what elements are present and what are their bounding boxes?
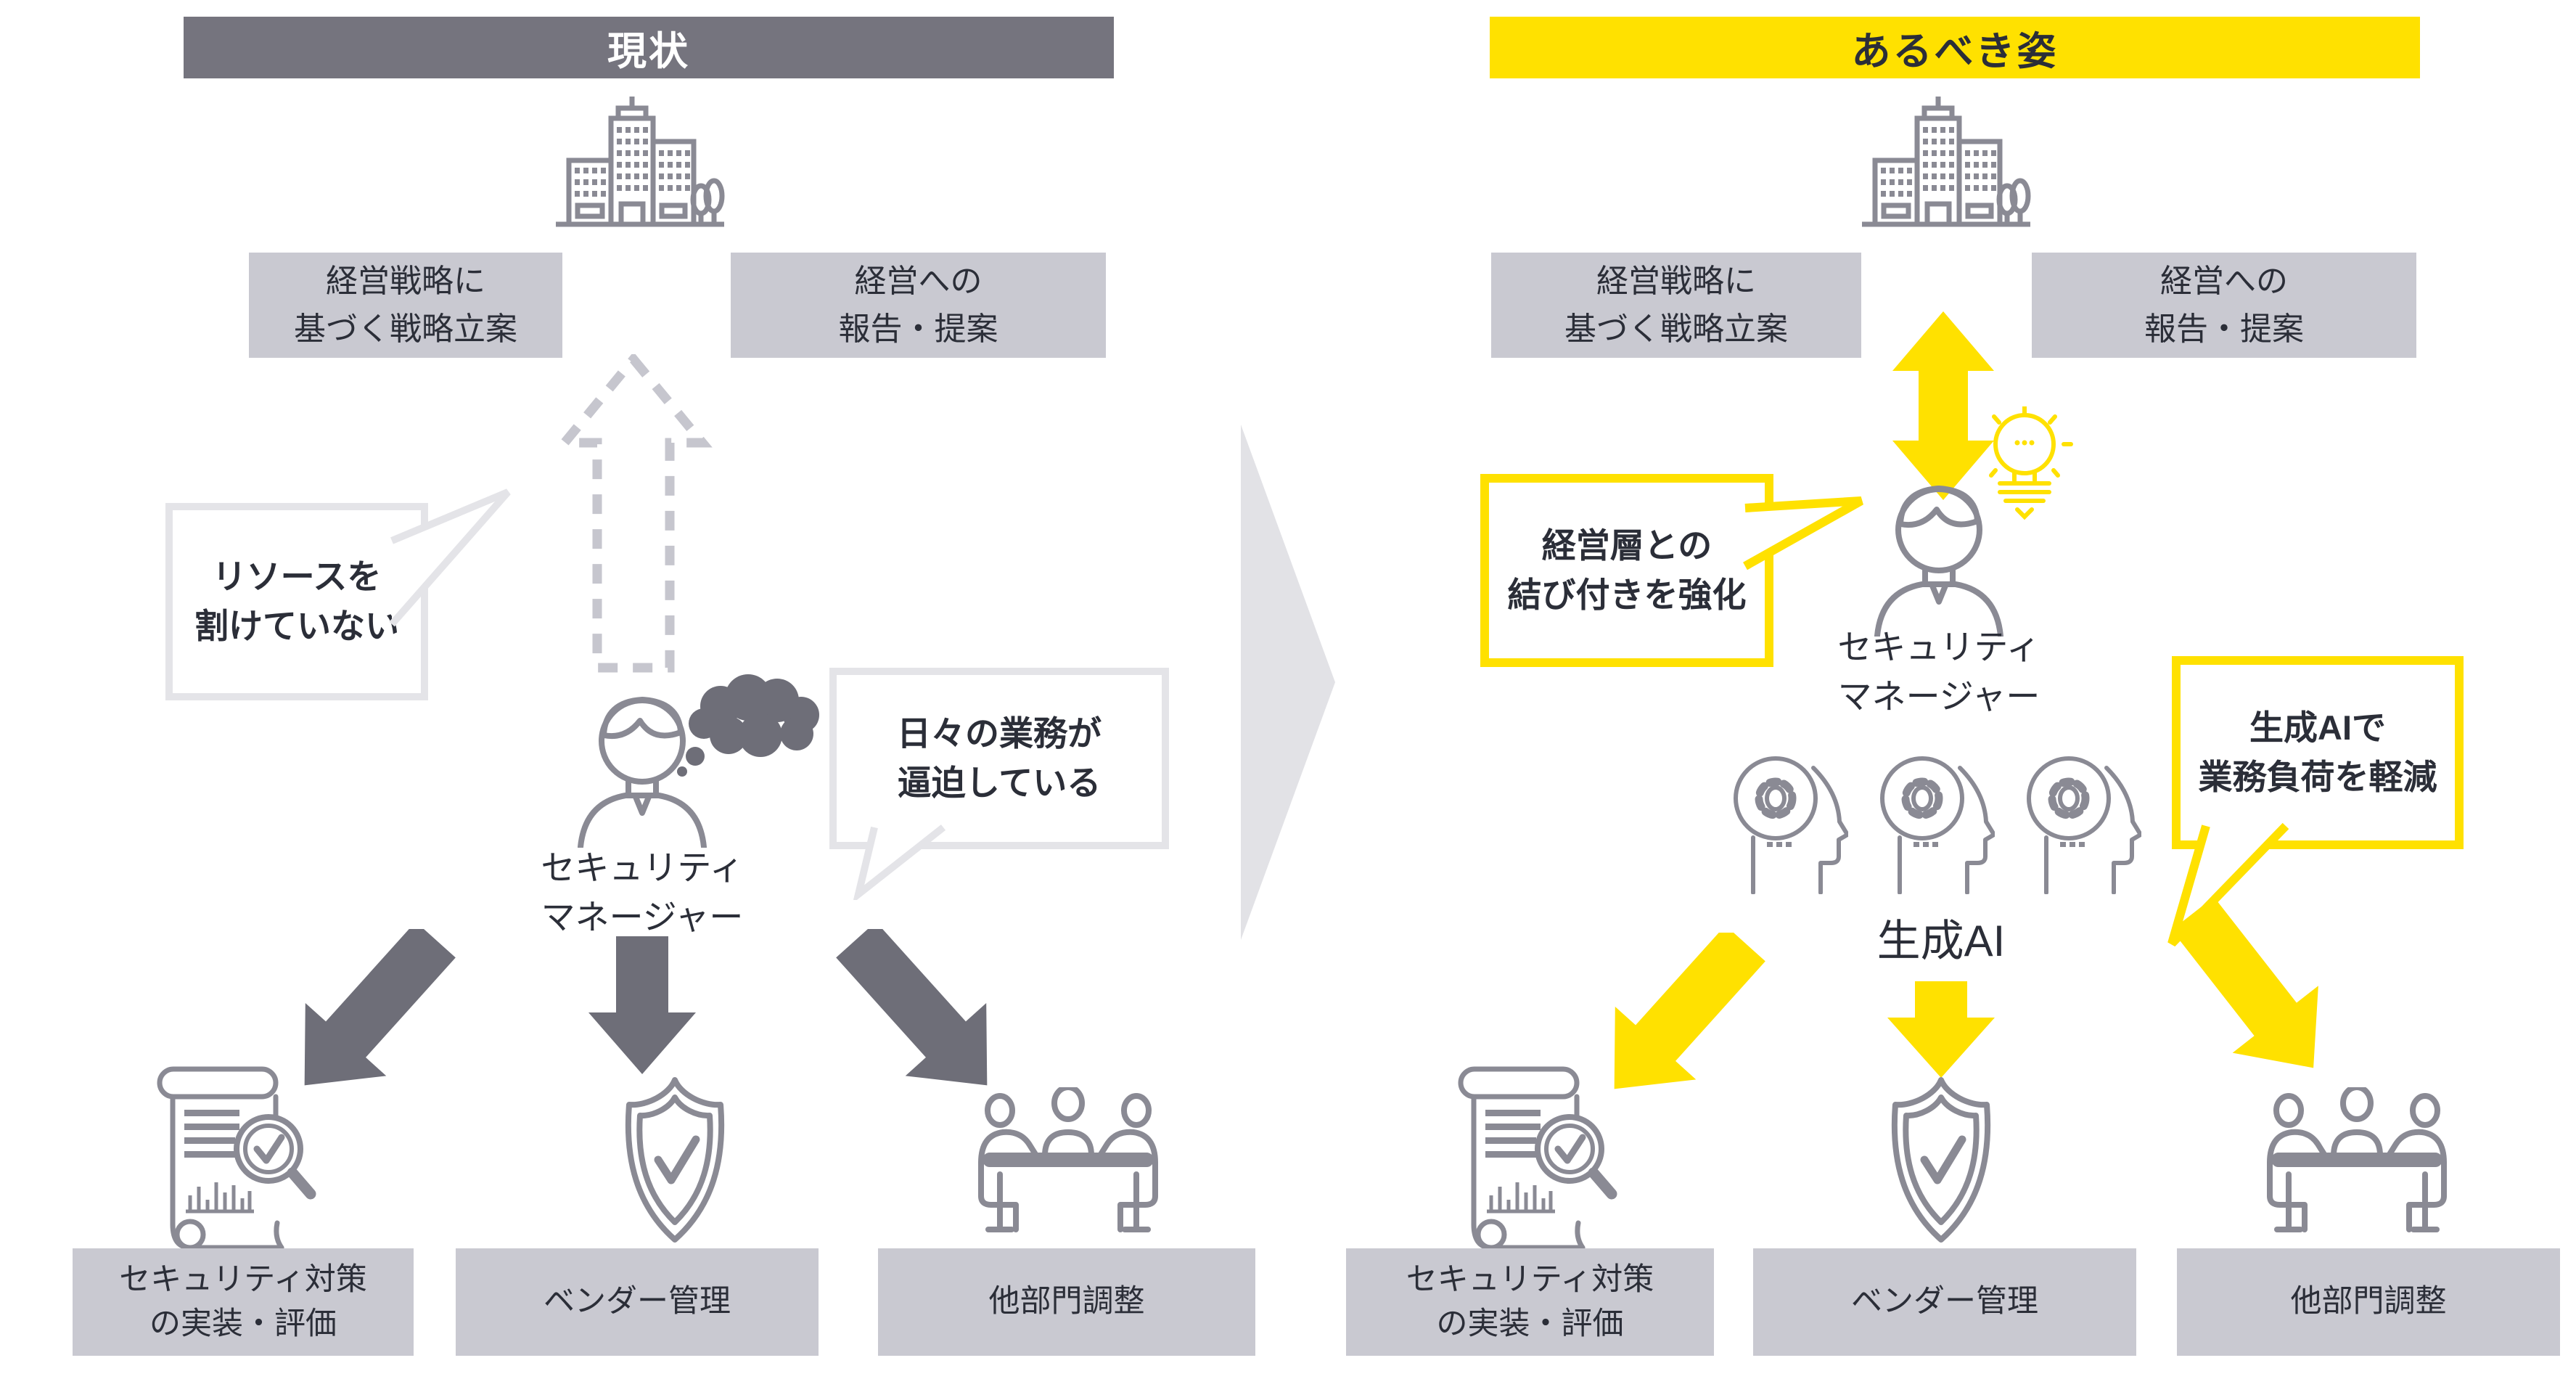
manager-label-line2: マネージャー (1837, 677, 2040, 716)
genai-bubble: 生成AIで 業務負荷を軽減 (2172, 656, 2464, 849)
ai-head-gear-icon (1734, 756, 1848, 894)
manager-label: セキュリティ マネージャー (1797, 623, 2080, 721)
exec-bubble: 経営層との 結び付きを強化 (1480, 474, 1773, 667)
busy-bubble-line1: 日々の業務が (897, 713, 1102, 753)
meeting-table-icon (2267, 1087, 2447, 1232)
task-box-coordination: 他部門調整 (2177, 1248, 2560, 1356)
genai-bubble-line1: 生成AIで (2249, 708, 2386, 747)
genai-label: 生成AI (1876, 917, 2006, 965)
task-box-implementation: セキュリティ対策 の実装・評価 (73, 1248, 414, 1356)
strategy-box-line1: 経営戦略に (326, 263, 485, 299)
task-arrow-vendor (588, 936, 696, 1074)
task-box-line1: ベンダー管理 (543, 1284, 731, 1319)
two-way-arrow (1892, 311, 1994, 500)
manager-label-line1: セキュリティ (1837, 628, 2040, 666)
report-magnifier-check-icon (1458, 1066, 1617, 1251)
thought-cloud-icon (677, 674, 819, 777)
task-arrow-vendor (1887, 981, 1995, 1078)
resource-bubble-tail (389, 488, 511, 627)
ideal-state-header: あるべき姿 (1490, 17, 2420, 78)
task-box-line2: の実装・評価 (1436, 1306, 1624, 1341)
office-building-icon (556, 97, 725, 227)
busy-bubble: 日々の業務が 逼迫している (829, 668, 1169, 849)
shield-check-icon (625, 1077, 725, 1243)
report-proposal-box: 経営への 報告・提案 (2032, 253, 2416, 358)
task-box-line1: ベンダー管理 (1851, 1284, 2038, 1319)
meeting-table-icon (978, 1087, 1158, 1232)
strategy-box-line2: 基づく戦略立案 (1564, 311, 1788, 347)
office-building-icon (1862, 97, 2031, 227)
strategy-planning-box: 経営戦略に 基づく戦略立案 (1491, 253, 1861, 358)
manager-label: セキュリティ マネージャー (501, 843, 784, 942)
current-state-header: 現状 (184, 17, 1114, 78)
resource-bubble-line1: リソースを (212, 557, 382, 596)
busy-bubble-line2: 逼迫している (897, 764, 1102, 802)
manager-label-line1: セキュリティ (541, 848, 744, 887)
task-box-line2: の実装・評価 (149, 1306, 337, 1341)
report-box-line2: 報告・提案 (838, 311, 998, 347)
task-box-line1: 他部門調整 (2290, 1284, 2447, 1319)
resource-bubble: リソースを 割けていない (165, 503, 428, 700)
shield-check-icon (1891, 1077, 1991, 1243)
task-box-vendor: ベンダー管理 (1753, 1248, 2136, 1356)
report-proposal-box: 経営への 報告・提案 (731, 253, 1106, 358)
task-arrow-implementation (304, 929, 456, 1086)
exec-bubble-line2: 結び付きを強化 (1507, 576, 1747, 614)
task-arrow-coordination (2171, 900, 2318, 1068)
busy-bubble-tail (853, 824, 946, 900)
security-manager-person-icon (578, 697, 707, 848)
exec-bubble-tail (1743, 496, 1863, 570)
task-box-coordination: 他部門調整 (878, 1248, 1255, 1356)
task-arrow-coordination (836, 929, 988, 1086)
task-box-line1: 他部門調整 (988, 1284, 1145, 1319)
strategy-box-line1: 経営戦略に (1596, 263, 1756, 299)
exec-bubble-line1: 経営層との (1541, 525, 1712, 565)
right-transition-triangle (1241, 425, 1335, 940)
ai-head-gear-icon (2027, 756, 2141, 894)
strategy-box-line2: 基づく戦略立案 (294, 311, 517, 347)
resource-bubble-line2: 割けていない (194, 607, 399, 645)
report-box-line2: 報告・提案 (2144, 311, 2304, 347)
task-box-implementation: セキュリティ対策 の実装・評価 (1346, 1248, 1714, 1356)
security-manager-person-icon (1874, 486, 2003, 637)
strategy-planning-box: 経営戦略に 基づく戦略立案 (249, 253, 562, 358)
task-box-vendor: ベンダー管理 (456, 1248, 819, 1356)
task-box-line1: セキュリティ対策 (119, 1261, 367, 1297)
genai-bubble-line2: 業務負荷を軽減 (2198, 758, 2437, 796)
report-box-line1: 経営への (2160, 263, 2288, 299)
dashed-upward-arrow (557, 354, 713, 673)
task-box-line1: セキュリティ対策 (1406, 1261, 1654, 1297)
ai-head-gear-icon (1880, 756, 1995, 894)
report-box-line1: 経営への (854, 263, 983, 299)
task-arrow-implementation (1614, 933, 1765, 1089)
report-magnifier-check-icon (157, 1066, 316, 1251)
lightbulb-icon (1976, 406, 2073, 520)
manager-label-line2: マネージャー (541, 898, 744, 937)
